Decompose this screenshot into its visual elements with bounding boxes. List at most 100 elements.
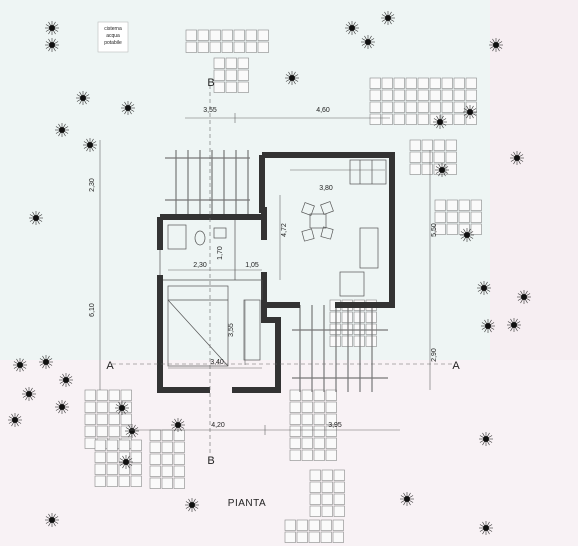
tree-icon <box>463 105 477 119</box>
paving-tile <box>84 437 96 449</box>
paving-tile <box>94 475 106 487</box>
paving-tile <box>381 77 393 89</box>
tree-icon <box>285 71 299 85</box>
paving-tile <box>173 477 185 489</box>
paving-tile <box>301 401 313 413</box>
dim-top-right: 4,60 <box>316 107 330 114</box>
paving-tile <box>445 139 457 151</box>
paving-tile <box>445 151 457 163</box>
tree-icon <box>83 138 97 152</box>
paving-tile <box>332 519 344 531</box>
dim-right-upper: 5,50 <box>431 223 438 237</box>
paving-tile <box>221 41 233 53</box>
paving-tile <box>429 77 441 89</box>
paving-tile <box>417 89 429 101</box>
paving-tile <box>458 211 470 223</box>
paving-tile <box>341 323 353 335</box>
water-tank-box <box>97 21 129 53</box>
paving-tile <box>434 199 446 211</box>
paving-tile <box>130 451 142 463</box>
paving-tile <box>301 449 313 461</box>
paving-tile <box>106 475 118 487</box>
paving-tile <box>296 519 308 531</box>
paving-tile <box>313 425 325 437</box>
paving-tile <box>161 477 173 489</box>
paving-tile <box>120 413 132 425</box>
paving-tile <box>320 531 332 543</box>
paving-tile <box>409 163 421 175</box>
paving-tile <box>106 439 118 451</box>
paving-tile <box>209 41 221 53</box>
dim-left-total: 6,10 <box>89 303 96 317</box>
tree-icon <box>507 318 521 332</box>
paving-tile <box>173 429 185 441</box>
paving-tile <box>446 199 458 211</box>
paving-tile <box>197 41 209 53</box>
paving-tile <box>321 481 333 493</box>
site-tint-pink <box>490 0 578 360</box>
paving-tile <box>94 463 106 475</box>
paving-tile <box>405 113 417 125</box>
paving-tile <box>309 481 321 493</box>
paving-tile <box>233 29 245 41</box>
tree-icon <box>119 455 133 469</box>
bath-walls <box>157 214 262 250</box>
paving-tile <box>365 323 377 335</box>
tree-icon <box>115 401 129 415</box>
sofa <box>359 227 379 269</box>
paving-tile <box>308 531 320 543</box>
tree-icon <box>477 281 491 295</box>
paving-tile <box>446 211 458 223</box>
paving-tile <box>309 493 321 505</box>
interior-partitions <box>159 220 263 300</box>
paving-tile <box>108 401 120 413</box>
house-walls <box>157 152 395 393</box>
paving-tile <box>369 77 381 89</box>
paving-tile <box>245 29 257 41</box>
paving-tile <box>441 77 453 89</box>
paving-tile <box>320 519 332 531</box>
tree-icon <box>185 498 199 512</box>
tree-icon <box>433 115 447 129</box>
tree-icon <box>29 211 43 225</box>
paving-tile <box>284 519 296 531</box>
tree-icon <box>55 123 69 137</box>
dimension-lines <box>99 113 431 435</box>
paving-tile <box>325 413 337 425</box>
section-mark-a-right: A <box>452 360 460 372</box>
bed <box>167 285 229 367</box>
paving-tile <box>393 101 405 113</box>
dim-corridor-width: 1,05 <box>245 262 259 269</box>
paving-tile <box>470 199 482 211</box>
dim-kitchen-width: 3,80 <box>319 185 333 192</box>
paving-tile <box>130 439 142 451</box>
paving-tile <box>197 29 209 41</box>
paving-tile <box>173 465 185 477</box>
paving-tile <box>149 429 161 441</box>
paving-tile <box>213 57 225 69</box>
paving-tile <box>465 77 477 89</box>
site-tint-pink-lower <box>0 360 578 546</box>
paving-tile <box>409 139 421 151</box>
paving-tile <box>433 151 445 163</box>
tree-icon <box>460 228 474 242</box>
paving-tile <box>313 401 325 413</box>
paving-tile <box>301 437 313 449</box>
paving-tile <box>161 465 173 477</box>
paving-tile <box>161 453 173 465</box>
sink <box>213 227 227 239</box>
paving-tile <box>325 401 337 413</box>
dim-bottom-left: 4,20 <box>211 422 225 429</box>
paving-tile <box>173 441 185 453</box>
tree-icon <box>361 35 375 49</box>
paving-tile <box>325 449 337 461</box>
paving-tile <box>173 453 185 465</box>
paving-tile <box>213 81 225 93</box>
sheet-title: PIANTA <box>228 498 266 509</box>
armchair <box>339 271 365 297</box>
paving-tile <box>94 451 106 463</box>
paving-tile <box>341 335 353 347</box>
paving-tile <box>381 113 393 125</box>
paving-tile <box>433 139 445 151</box>
paving-tile <box>325 425 337 437</box>
